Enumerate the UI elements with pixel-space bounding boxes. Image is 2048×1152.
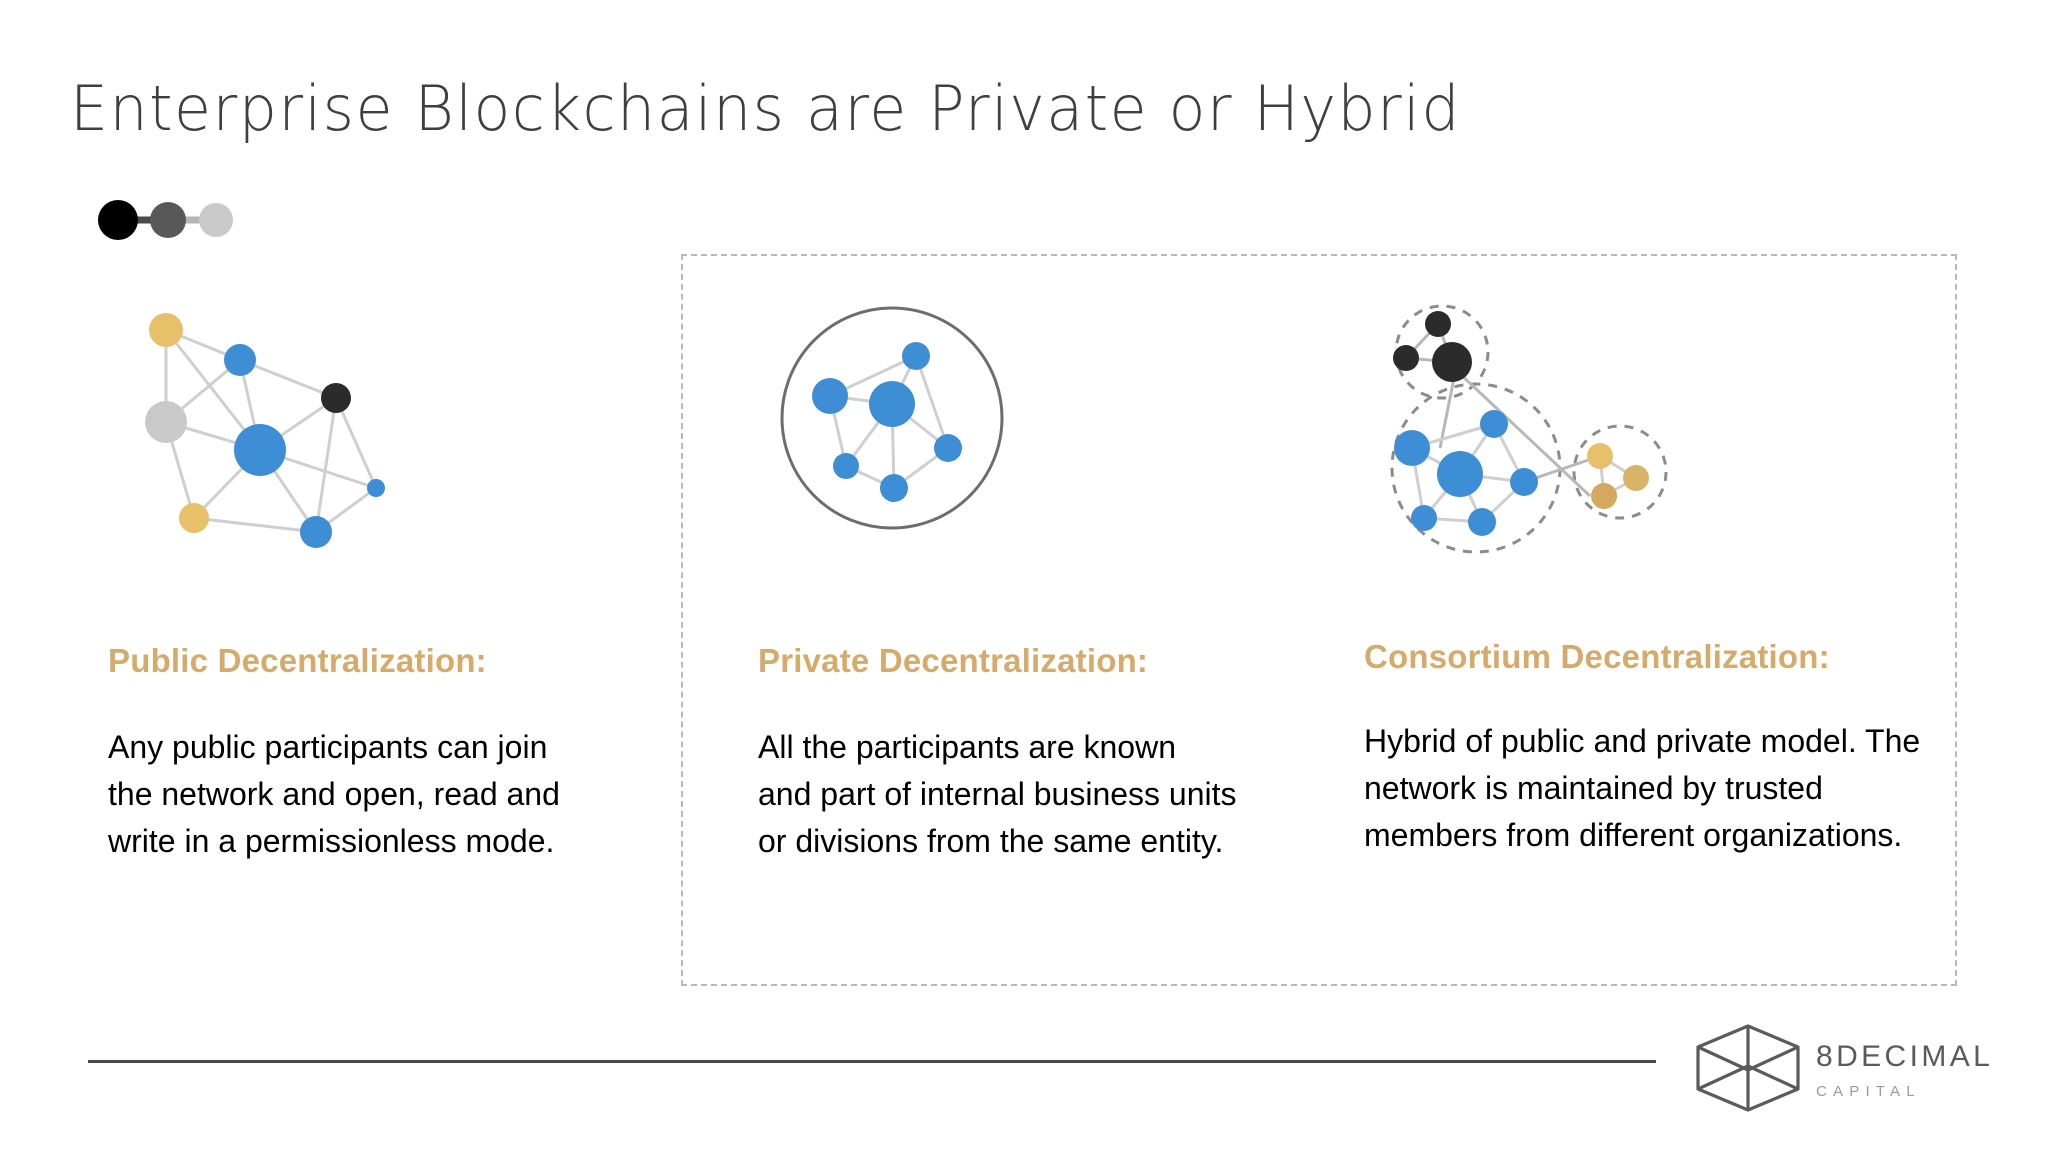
brand-subtitle: CAPITAL	[1816, 1083, 1921, 1100]
consortium-decentralization-network-diagram	[1364, 300, 1964, 570]
brand-logo: 8DECIMAL CAPITAL	[1692, 1022, 1992, 1114]
node-gold-a	[149, 313, 183, 347]
node-blue-top2	[1480, 410, 1508, 438]
brand-name: 8DECIMAL	[1816, 1040, 1994, 1073]
public-decentralization-network-diagram	[108, 300, 628, 570]
node-blue-left2	[1394, 430, 1430, 466]
page-title: Enterprise Blockchains are Private or Hy…	[70, 72, 1461, 145]
footer-divider-line	[88, 1060, 1656, 1063]
column-heading-public: Public Decentralization:	[108, 642, 487, 679]
node-gold-right	[1623, 465, 1649, 491]
brand-logo-text: 8DECIMAL CAPITAL	[1816, 1040, 1994, 1100]
node-blue-c	[300, 516, 332, 548]
node-dark-hub	[1432, 342, 1472, 382]
progress-dot-2	[150, 202, 186, 238]
node-gold-top	[1587, 443, 1613, 469]
node-blue-right2	[1510, 468, 1538, 496]
three-step-progress-indicator	[96, 200, 256, 240]
column-heading-consortium: Consortium Decentralization:	[1364, 638, 1830, 675]
column-consortium-decentralization: Consortium Decentralization: Hybrid of p…	[1364, 300, 1964, 859]
node-blue-hub	[234, 424, 286, 476]
column-private-decentralization: Private Decentralization: All the partic…	[758, 300, 1278, 865]
node-blue-bottom2	[1411, 505, 1437, 531]
cluster-boundary-gold	[1572, 424, 1668, 520]
node-blue-center	[869, 381, 915, 427]
node-blue-bottom	[880, 474, 908, 502]
node-blue-top	[902, 342, 930, 370]
node-blue-left	[812, 378, 848, 414]
8decimal-cube-logo-mark	[1692, 1022, 1804, 1119]
column-body-consortium: Hybrid of public and private model. The …	[1364, 723, 1921, 853]
node-blue-bottom3	[1468, 508, 1496, 536]
progress-dot-3	[199, 203, 233, 237]
private-boundary-circle	[780, 306, 1004, 530]
node-blue-right	[934, 434, 962, 462]
column-body-public: Any public participants can join the net…	[108, 729, 560, 859]
column-heading-private: Private Decentralization:	[758, 642, 1149, 679]
node-blue-a	[224, 344, 256, 376]
node-dark-a	[321, 383, 351, 413]
node-blue-bottom-left	[833, 453, 859, 479]
node-gold-b	[179, 503, 209, 533]
progress-dot-1	[98, 200, 138, 240]
node-gold-bottom	[1591, 483, 1617, 509]
column-public-decentralization: Public Decentralization: Any public part…	[108, 300, 628, 865]
private-hybrid-emphasis-box	[681, 254, 1957, 986]
node-blue-b	[367, 479, 385, 497]
node-grey-a	[145, 401, 187, 443]
column-body-private: All the participants are known and part …	[758, 729, 1237, 859]
node-blue-hub2	[1437, 451, 1483, 497]
node-dark-top	[1425, 311, 1451, 337]
private-decentralization-network-diagram	[758, 300, 1278, 570]
node-dark-left	[1393, 345, 1419, 371]
